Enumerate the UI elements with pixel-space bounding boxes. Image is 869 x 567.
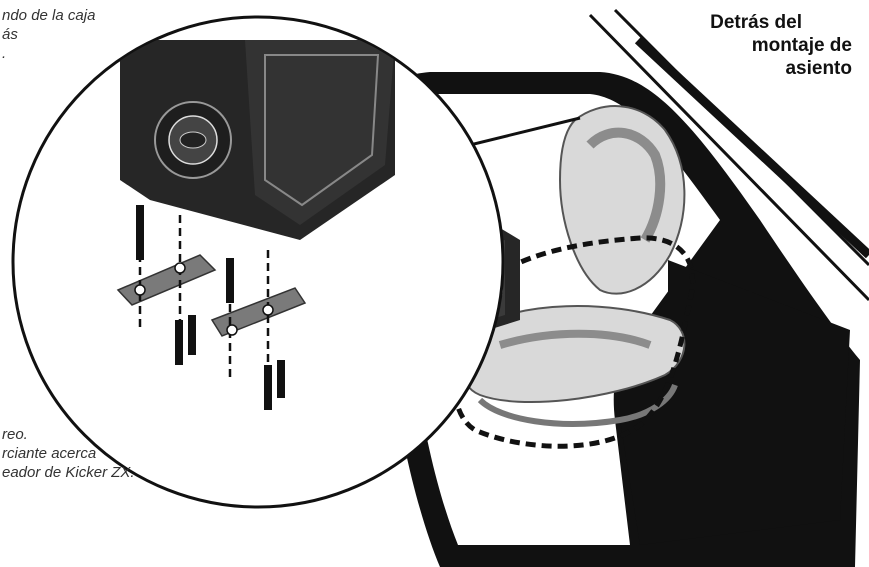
bottom-left-note: reo. rciante acerca eador de Kicker ZX. bbox=[2, 425, 135, 482]
magnified-detail-circle bbox=[11, 15, 505, 509]
location-heading-line-2: montaje de bbox=[751, 35, 852, 56]
top-left-note-line-3: . bbox=[2, 45, 7, 62]
top-left-note-line-1: ndo de la caja bbox=[2, 7, 96, 24]
car-seat bbox=[457, 105, 686, 427]
location-heading: Detrás del montaje de asiento bbox=[710, 11, 852, 80]
location-heading-line-3: asiento bbox=[785, 58, 852, 79]
top-left-note: ndo de la caja ás . bbox=[2, 6, 95, 63]
bottom-left-note-line-1: reo. bbox=[2, 426, 28, 443]
bottom-left-note-line-3: eador de Kicker ZX. bbox=[2, 464, 135, 481]
bottom-left-note-line-2: rciante acerca bbox=[2, 445, 97, 462]
window-frame-lines bbox=[588, 8, 869, 302]
location-heading-line-1: Detrás del bbox=[710, 12, 802, 33]
top-left-note-line-2: ás bbox=[2, 26, 18, 43]
box-location-dashed-outline bbox=[451, 235, 696, 449]
